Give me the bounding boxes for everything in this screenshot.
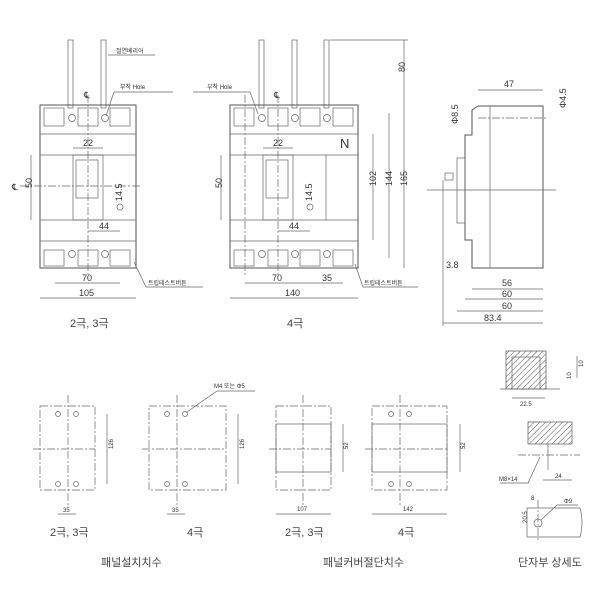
caption-4-pole: 4극 (187, 527, 203, 539)
front-view-2-3-pole: ℄ ℄ 22 50 14.5 44 70 105 절연베리어 부착 Hole 트… (11, 39, 203, 330)
dim-10: 10 (567, 372, 573, 379)
neutral-label: N (340, 136, 349, 151)
dim-126: 126 (109, 438, 115, 449)
dim-phi-8-5: Φ8.5 (450, 104, 460, 124)
centerline-symbol: ℄ (83, 90, 90, 100)
panel-cover-cutout-dimensions: 52 107 2극, 3극 52 142 4극 패널커버절단치수 (269, 395, 467, 569)
side-view: 47 Φ8.5 Φ4.5 3.8 56 60 60 83.4 (427, 79, 568, 326)
note-m4-or-phi5: M4 또는 Φ5 (214, 383, 245, 390)
front-view-4-pole: ℄ N 22 50 14.5 44 70 35 140 102 144 165 … (193, 39, 418, 330)
caption-2-3-pole: 2극, 3극 (70, 318, 109, 330)
terminal-detail: 22.5 10 10 M8×14 24 8 Φ9 20.5 단자부 상세도 (499, 350, 585, 569)
dim-10: 10 (579, 360, 585, 367)
trip-button-hole (116, 203, 124, 211)
dim-44: 44 (99, 221, 109, 231)
dim-14-5: 14.5 (114, 183, 124, 201)
dim-80: 80 (397, 62, 407, 72)
label-insulation-barrier: 절연베리어 (116, 47, 144, 55)
handle (265, 159, 289, 199)
dim-20-5: 20.5 (523, 511, 529, 523)
terminal-bar (100, 39, 107, 109)
breaker-body (229, 104, 359, 269)
dim-22: 22 (273, 138, 283, 148)
dim-phi-9: Φ9 (564, 499, 573, 505)
dim-56: 56 (502, 278, 512, 288)
panel-cutout-title: 패널커버절단치수 (323, 556, 404, 569)
dim-144: 144 (384, 171, 394, 186)
dim-3-8: 3.8 (446, 260, 459, 270)
dim-70: 70 (272, 273, 282, 283)
dim-22-5: 22.5 (520, 402, 532, 408)
label-trip-test-button: 트립테스트버튼 (364, 279, 403, 287)
dim-83-4: 83.4 (484, 313, 502, 323)
label-trip-test-button: 트립테스트버튼 (148, 279, 187, 287)
dim-126: 126 (240, 438, 246, 449)
dim-107: 107 (297, 507, 308, 513)
panel-install-dimensions: 126 35 2극, 3극 126 35 M4 또는 Φ5 4극 패널설치치수 (33, 383, 255, 569)
centerline-symbol: ℄ (11, 182, 18, 192)
dim-35: 35 (172, 508, 179, 514)
dim-52: 52 (344, 442, 350, 449)
panel-install-title: 패널설치치수 (101, 556, 162, 569)
dim-35: 35 (322, 273, 332, 283)
dim-142: 142 (403, 507, 414, 513)
bolt-spec-m8x14: M8×14 (499, 477, 518, 483)
dim-140: 140 (285, 288, 300, 298)
dim-8: 8 (531, 496, 535, 502)
dim-60: 60 (502, 301, 512, 311)
dim-165: 165 (399, 171, 409, 186)
label-mounting-hole: 부착 Hole (120, 83, 146, 91)
dim-105: 105 (79, 288, 94, 298)
centerline-symbol: ℄ (273, 90, 280, 100)
dim-phi-4-5: Φ4.5 (558, 88, 568, 108)
dim-44: 44 (289, 221, 299, 231)
terminal-bar (67, 39, 74, 109)
handle (75, 159, 99, 199)
dim-60: 60 (502, 289, 512, 299)
label-mounting-hole: 부착 Hole (207, 83, 233, 91)
caption-2-3-pole: 2극, 3극 (50, 527, 89, 539)
caption-4-pole: 4극 (287, 318, 303, 330)
dim-24: 24 (555, 474, 562, 480)
dim-47: 47 (504, 79, 514, 89)
dim-35: 35 (63, 508, 70, 514)
caption-2-3-pole: 2극, 3극 (285, 527, 324, 539)
caption-4-pole: 4극 (398, 527, 414, 539)
dim-14-5: 14.5 (304, 183, 314, 201)
dim-52: 52 (461, 442, 467, 449)
dim-22: 22 (83, 138, 93, 148)
dim-50: 50 (214, 178, 224, 188)
terminal-detail-title: 단자부 상세도 (518, 556, 582, 569)
dim-102: 102 (368, 171, 378, 186)
dim-50: 50 (24, 178, 34, 188)
dim-70: 70 (82, 273, 92, 283)
